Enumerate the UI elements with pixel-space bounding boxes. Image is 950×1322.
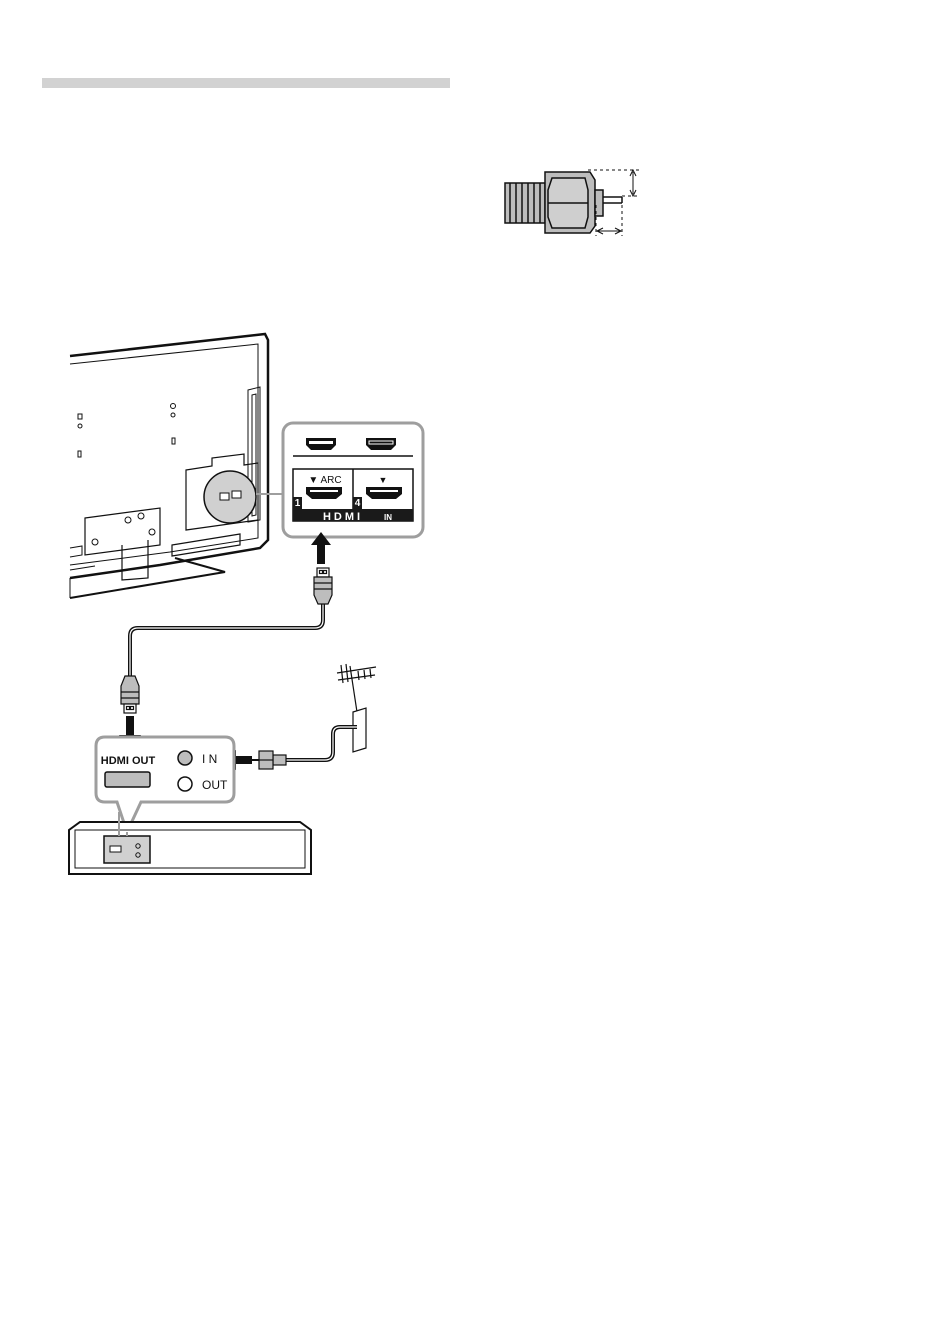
hdmi-in-4-port[interactable]	[366, 487, 402, 499]
recorder-callout: HDMI OUT I N OUT	[96, 737, 234, 832]
section-header-bar	[42, 78, 450, 88]
arrow-mark-label: ▼	[379, 475, 388, 485]
hdmi-out-port[interactable]	[105, 772, 150, 787]
tv-rear-illustration	[70, 334, 283, 598]
hdmi-plug-upper-icon	[314, 568, 332, 604]
hdmi-out-label: HDMI OUT	[101, 755, 156, 767]
antenna-out-label: OUT	[202, 778, 228, 792]
hdmi-logo: HDMI	[323, 511, 363, 523]
antenna-out-jack[interactable]	[178, 777, 192, 791]
arc-label: ▼ ARC	[308, 475, 341, 486]
hdmi-in-callout: ▼ ARC ▼ 1 4 HDMI IN	[283, 423, 423, 537]
antenna-in-label: I N	[202, 752, 217, 766]
antenna-cable	[286, 727, 357, 760]
antenna-icon	[337, 664, 376, 752]
hdmi-in-label: IN	[384, 513, 392, 522]
antenna-in-jack[interactable]	[178, 751, 192, 765]
hdmi-plug-lower-icon	[121, 676, 139, 713]
port-1-number: 1	[295, 498, 301, 509]
recorder-device	[69, 812, 311, 874]
hdmi-cable	[130, 604, 323, 676]
port-4-number: 4	[355, 498, 361, 509]
coaxial-plug-icon	[252, 751, 286, 769]
hdmi-in-1-port[interactable]	[306, 487, 342, 499]
coaxial-plug-diagram	[505, 170, 640, 236]
